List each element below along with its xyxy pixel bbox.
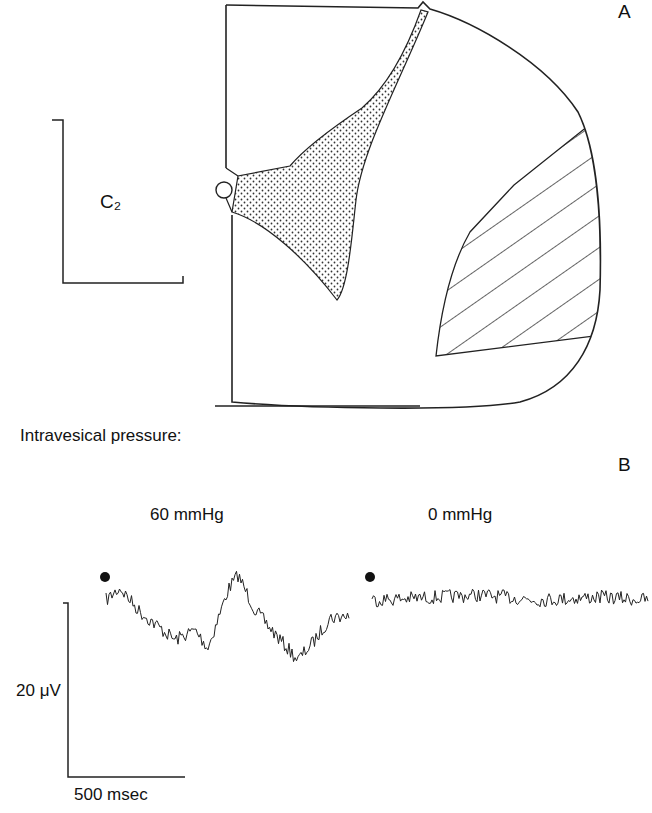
scale-label: 20 μV [16, 682, 61, 701]
grey-matter [232, 10, 428, 300]
condition-label: 60 mmHg [150, 506, 224, 525]
scale-label: 500 msec [74, 786, 148, 805]
canal-edge [226, 168, 238, 212]
axis-title: Intravesical pressure: [20, 427, 182, 446]
central-canal [216, 182, 232, 198]
panel-letter: A [618, 2, 631, 23]
scale-bar [63, 603, 185, 777]
cord-outline [225, 5, 227, 168]
recording-trace [372, 589, 648, 607]
scale-bar [52, 120, 183, 283]
level-label: C₂ [100, 192, 121, 213]
stimulus-dot [100, 572, 110, 582]
panel-letter: B [618, 455, 631, 476]
scale-bar [215, 405, 420, 407]
stimulus-dot [365, 572, 375, 582]
lesion-area [436, 118, 602, 356]
recording-trace [106, 571, 349, 661]
traces [106, 571, 648, 661]
condition-label: 0 mmHg [428, 506, 492, 525]
